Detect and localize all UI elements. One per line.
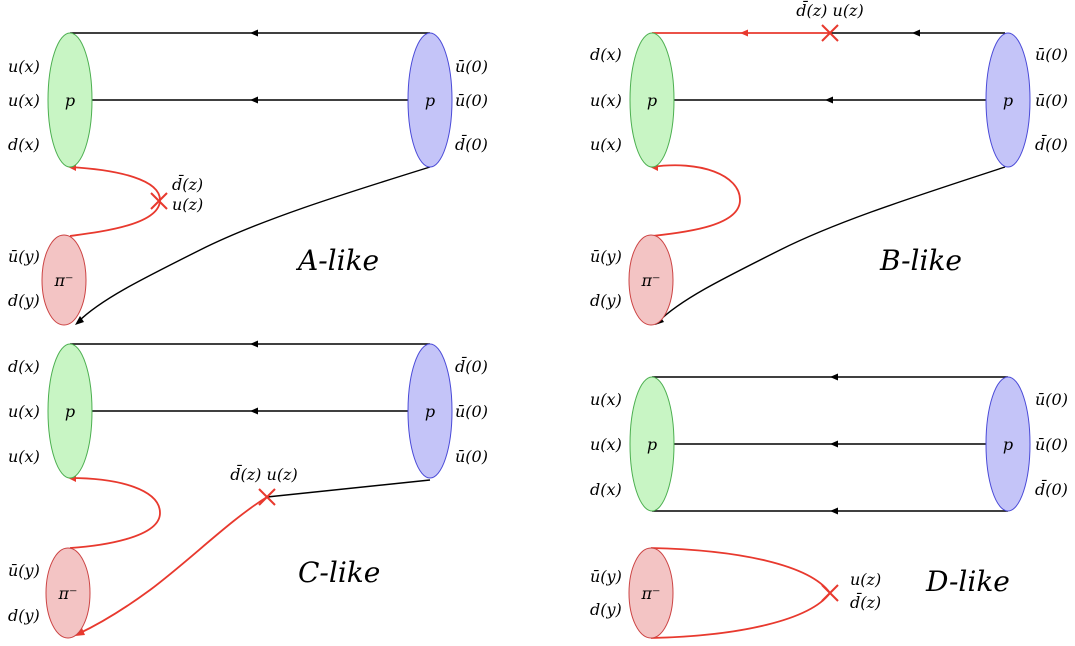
proton-blob-right bbox=[985, 376, 1031, 512]
pion-blob bbox=[628, 547, 674, 639]
pion-label: ū(y) bbox=[590, 567, 622, 586]
arrow-left-icon bbox=[830, 440, 838, 448]
left-label: u(x) bbox=[8, 57, 40, 76]
arrow-left-icon bbox=[830, 507, 838, 515]
panel-title: D-like bbox=[925, 565, 1010, 598]
insertion-label: u(z) bbox=[172, 195, 203, 214]
right-label: ū(0) bbox=[1035, 45, 1068, 64]
left-label: u(x) bbox=[590, 135, 622, 154]
left-label: u(x) bbox=[8, 447, 40, 466]
left-label: u(x) bbox=[8, 91, 40, 110]
arrow-left-icon bbox=[825, 96, 833, 104]
pion-label: d(y) bbox=[590, 600, 622, 619]
insertion-cross-icon bbox=[821, 584, 839, 602]
arrow-left-icon bbox=[740, 29, 748, 37]
blob-label-p: p bbox=[425, 91, 435, 110]
arrow-left-icon bbox=[250, 407, 258, 415]
pion-label: ū(y) bbox=[590, 247, 622, 266]
insertion-cross-icon bbox=[821, 24, 839, 42]
insertion-label: u(z) bbox=[850, 570, 881, 589]
arrow-left-icon bbox=[912, 29, 920, 37]
right-label: ū(0) bbox=[455, 91, 488, 110]
left-label: u(x) bbox=[590, 91, 622, 110]
left-label: u(x) bbox=[590, 390, 622, 409]
right-label: ū(0) bbox=[455, 57, 488, 76]
pion-blob bbox=[45, 547, 91, 639]
arrow-left-icon bbox=[250, 29, 258, 37]
blob-label-pion: π⁻ bbox=[641, 584, 661, 603]
arrow-left-icon bbox=[250, 340, 258, 348]
panel-a: p p π⁻ u(x) u(x) d(x) ū(0) ū(0) d̄(0) ū(… bbox=[8, 29, 488, 326]
proton-blob-right bbox=[407, 32, 453, 168]
left-label: d(x) bbox=[8, 357, 40, 376]
proton-blob-left bbox=[629, 32, 675, 168]
left-label: u(x) bbox=[8, 402, 40, 421]
proton-blob-left bbox=[629, 376, 675, 512]
blob-label-p: p bbox=[65, 402, 75, 421]
pion-label: d(y) bbox=[590, 291, 622, 310]
insertion-label: d̄(z) bbox=[172, 173, 203, 194]
blob-label-pion: π⁻ bbox=[54, 271, 74, 290]
right-label: d̄(0) bbox=[1035, 133, 1068, 154]
right-label: d̄(0) bbox=[455, 355, 488, 376]
insertion-loop bbox=[69, 166, 161, 237]
panel-c: p p π⁻ d(x) u(x) u(x) d̄(0) ū(0) ū(0) ū(… bbox=[8, 340, 488, 639]
proton-blob-right bbox=[407, 343, 453, 479]
panel-b: p p π⁻ d(x) u(x) u(x) ū(0) ū(0) d̄(0) ū(… bbox=[590, 0, 1068, 326]
left-label: d(x) bbox=[8, 135, 40, 154]
arrow-head-icon bbox=[75, 316, 84, 325]
blob-label-pion: π⁻ bbox=[641, 271, 661, 290]
insertion-label: d̄(z) u(z) bbox=[230, 463, 297, 484]
right-label: ū(0) bbox=[1035, 390, 1068, 409]
insertion-label: d̄(z) bbox=[850, 591, 881, 612]
right-label: ū(0) bbox=[455, 447, 488, 466]
blob-label-pion: π⁻ bbox=[58, 584, 78, 603]
arrow-left-icon bbox=[250, 96, 258, 104]
pion-blob bbox=[628, 234, 674, 326]
blob-label-p: p bbox=[1003, 435, 1013, 454]
pion-blob bbox=[41, 234, 87, 326]
blob-label-p: p bbox=[65, 91, 75, 110]
blob-label-p: p bbox=[647, 91, 657, 110]
quark-loop bbox=[69, 477, 161, 549]
panel-title: C-like bbox=[298, 556, 380, 589]
insertion-loop bbox=[650, 547, 832, 639]
quark-line-bottom bbox=[266, 479, 431, 498]
pion-label: d(y) bbox=[8, 291, 40, 310]
right-label: ū(0) bbox=[1035, 435, 1068, 454]
pion-label: ū(y) bbox=[8, 247, 40, 266]
left-label: d(x) bbox=[590, 45, 622, 64]
left-label: d(x) bbox=[590, 480, 622, 499]
blob-label-p: p bbox=[647, 435, 657, 454]
panel-title: B-like bbox=[879, 244, 962, 277]
right-label: d̄(0) bbox=[455, 133, 488, 154]
proton-blob-left bbox=[47, 32, 93, 168]
quark-line-to-pion bbox=[657, 166, 1006, 323]
right-label: ū(0) bbox=[1035, 91, 1068, 110]
right-label: ū(0) bbox=[455, 402, 488, 421]
panel-d: p p π⁻ u(x) u(x) d(x) ū(0) ū(0) d̄(0) ū(… bbox=[590, 373, 1068, 639]
insertion-cross-icon bbox=[150, 192, 168, 210]
arrow-left-icon bbox=[830, 373, 838, 381]
left-label: u(x) bbox=[590, 435, 622, 454]
panel-title: A-like bbox=[295, 244, 379, 277]
right-label: d̄(0) bbox=[1035, 478, 1068, 499]
insertion-label: d̄(z) u(z) bbox=[796, 0, 863, 20]
blob-label-p: p bbox=[425, 402, 435, 421]
proton-blob-right bbox=[985, 32, 1031, 168]
blob-label-p: p bbox=[1003, 91, 1013, 110]
insertion-cross-icon bbox=[258, 488, 276, 506]
quark-loop bbox=[651, 164, 741, 237]
proton-blob-left bbox=[47, 343, 93, 479]
pion-label: d(y) bbox=[8, 606, 40, 625]
quark-line-to-pion bbox=[77, 166, 431, 323]
pion-label: ū(y) bbox=[8, 561, 40, 580]
insertion-line-to-pion bbox=[77, 496, 268, 635]
